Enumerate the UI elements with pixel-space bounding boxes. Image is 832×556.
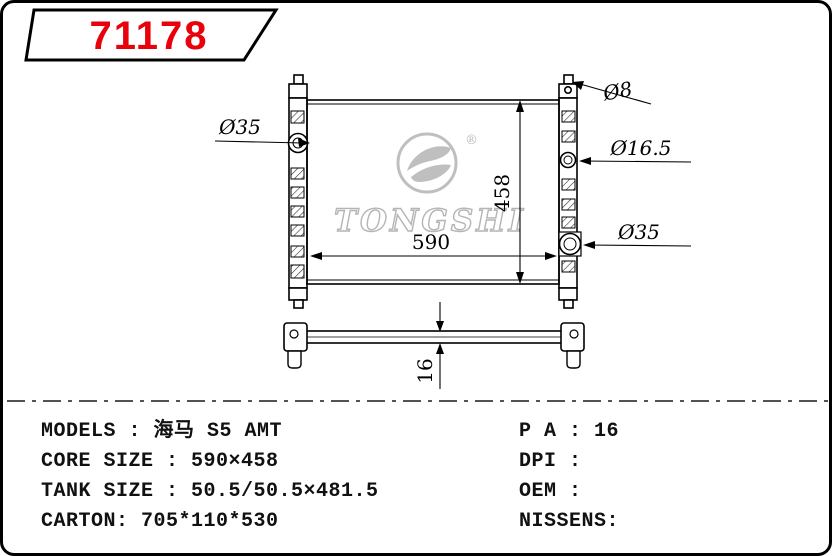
dim-right-fitting-label: Ø16.5	[610, 136, 672, 160]
registered-mark: ®	[465, 133, 478, 148]
left-tank-hatch	[290, 110, 305, 279]
dim-right-fitting: Ø16.5	[579, 136, 692, 165]
spec-table: MODELS : 海马 S5 AMT CORE SIZE : 590×458 T…	[3, 405, 829, 553]
dim-core-width-label: 590	[412, 230, 450, 254]
dim-core-width: 590	[310, 230, 557, 260]
radiator-front-view	[287, 74, 582, 309]
dim-right-outlet-label: Ø35	[617, 220, 660, 244]
spec-column-left: MODELS : 海马 S5 AMT CORE SIZE : 590×458 T…	[41, 417, 379, 537]
dimension-annotations: Ø35 Ø8 458 590	[214, 77, 692, 389]
part-number: 71178	[89, 14, 208, 58]
logo-circle-icon	[396, 132, 458, 194]
dim-mounting-hole: Ø8	[572, 77, 652, 106]
dim-right-outlet: Ø35	[583, 220, 692, 249]
dim-core-height: 458	[490, 100, 524, 284]
dim-mounting-hole-label: Ø8	[600, 77, 634, 106]
dim-thickness-label: 16	[413, 358, 437, 383]
spec-models: MODELS : 海马 S5 AMT	[41, 420, 283, 443]
radiator-side-view	[283, 322, 585, 369]
radiator-technical-drawing: ® TONGSHI 71178	[7, 8, 829, 402]
right-tank-hatch	[561, 110, 576, 273]
tongshi-logo-watermark: ® TONGSHI	[333, 132, 526, 240]
mounting-hole	[563, 86, 572, 95]
spec-core-size: CORE SIZE : 590×458	[41, 450, 279, 473]
spec-column-right: P A : 16 DPI : OEM : NISSENS:	[519, 417, 619, 537]
dim-left-inlet: Ø35	[214, 115, 310, 147]
logo-swoosh-lower-icon	[411, 164, 451, 182]
right-tank	[558, 97, 578, 289]
spec-tank-size: TANK SIZE : 50.5/50.5×481.5	[41, 480, 379, 503]
part-number-banner: 71178	[24, 8, 279, 62]
spec-oem: OEM :	[519, 480, 595, 503]
spec-nissens: NISSENS:	[519, 510, 620, 533]
spec-carton: CARTON: 705*110*530	[41, 510, 279, 533]
logo-brand-text: TONGSHI	[334, 203, 526, 239]
logo-swoosh-upper-icon	[407, 146, 451, 171]
dim-core-height-label: 458	[490, 174, 514, 212]
dim-thickness: 16	[413, 302, 444, 389]
spec-dpi: DPI :	[519, 450, 595, 473]
radiator-core	[306, 99, 560, 285]
spec-pa: P A : 16	[519, 420, 620, 443]
dim-left-inlet-label: Ø35	[218, 115, 261, 139]
